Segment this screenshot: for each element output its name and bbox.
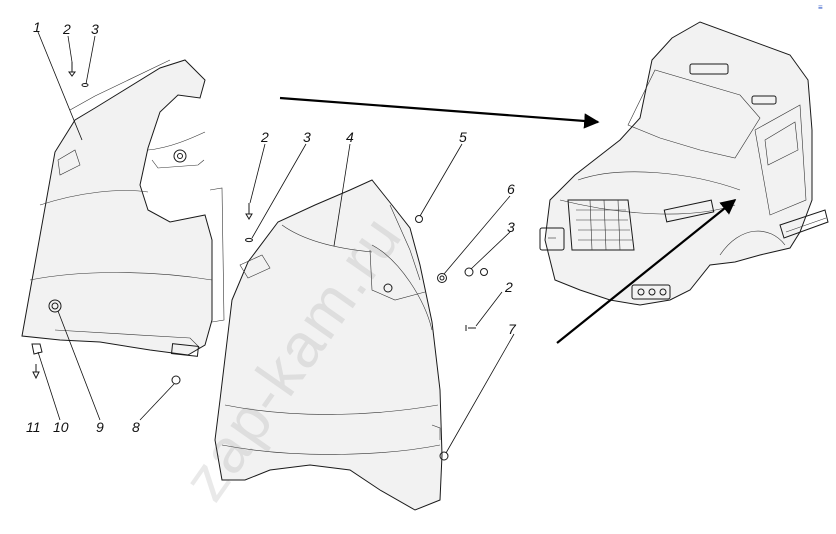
callout-3-top-left: 3 — [91, 21, 99, 37]
arrow-to-fender-location — [556, 199, 737, 344]
callout-8: 8 — [132, 419, 140, 435]
nut-top-right — [480, 268, 488, 276]
callout-10: 10 — [53, 419, 69, 435]
callout-9: 9 — [96, 419, 104, 435]
washer-3-top-left — [81, 83, 89, 87]
callout-6: 6 — [507, 181, 515, 197]
grommet-6 — [437, 273, 447, 283]
callout-5: 5 — [459, 129, 467, 145]
callout-11: 11 — [26, 419, 41, 435]
callout-4: 4 — [346, 129, 354, 145]
callout-3-middle: 3 — [303, 129, 311, 145]
clip-10 — [31, 343, 43, 355]
callout-3-right: 3 — [507, 219, 515, 235]
corner-mark-icon: ≡ — [818, 3, 823, 12]
callout-1: 1 — [33, 19, 41, 35]
leader-lines — [37, 31, 515, 454]
callout-2-top-left: 2 — [62, 21, 71, 37]
pointer-arrows — [279, 96, 737, 344]
nut-8 — [171, 375, 181, 385]
callout-2-middle: 2 — [260, 129, 269, 145]
screw-2-top-left — [68, 62, 76, 77]
nut-5 — [415, 215, 423, 223]
screw-2-middle — [245, 203, 253, 220]
callout-7: 7 — [508, 321, 517, 337]
screw-11 — [32, 364, 40, 380]
screw-2-right — [465, 325, 476, 331]
truck-cab — [539, 21, 829, 306]
callout-labels: 1 2 3 2 3 4 5 6 3 2 7 8 9 10 11 — [26, 19, 517, 435]
callout-2-right: 2 — [504, 279, 513, 295]
washer-3-middle — [245, 237, 253, 243]
washer-3-right — [464, 267, 474, 277]
left-fender-liner — [21, 59, 225, 357]
front-fender-panel — [214, 179, 443, 511]
grommet-9 — [48, 299, 62, 313]
nut-7 — [439, 451, 449, 461]
arrow-to-cab-top — [279, 96, 600, 129]
